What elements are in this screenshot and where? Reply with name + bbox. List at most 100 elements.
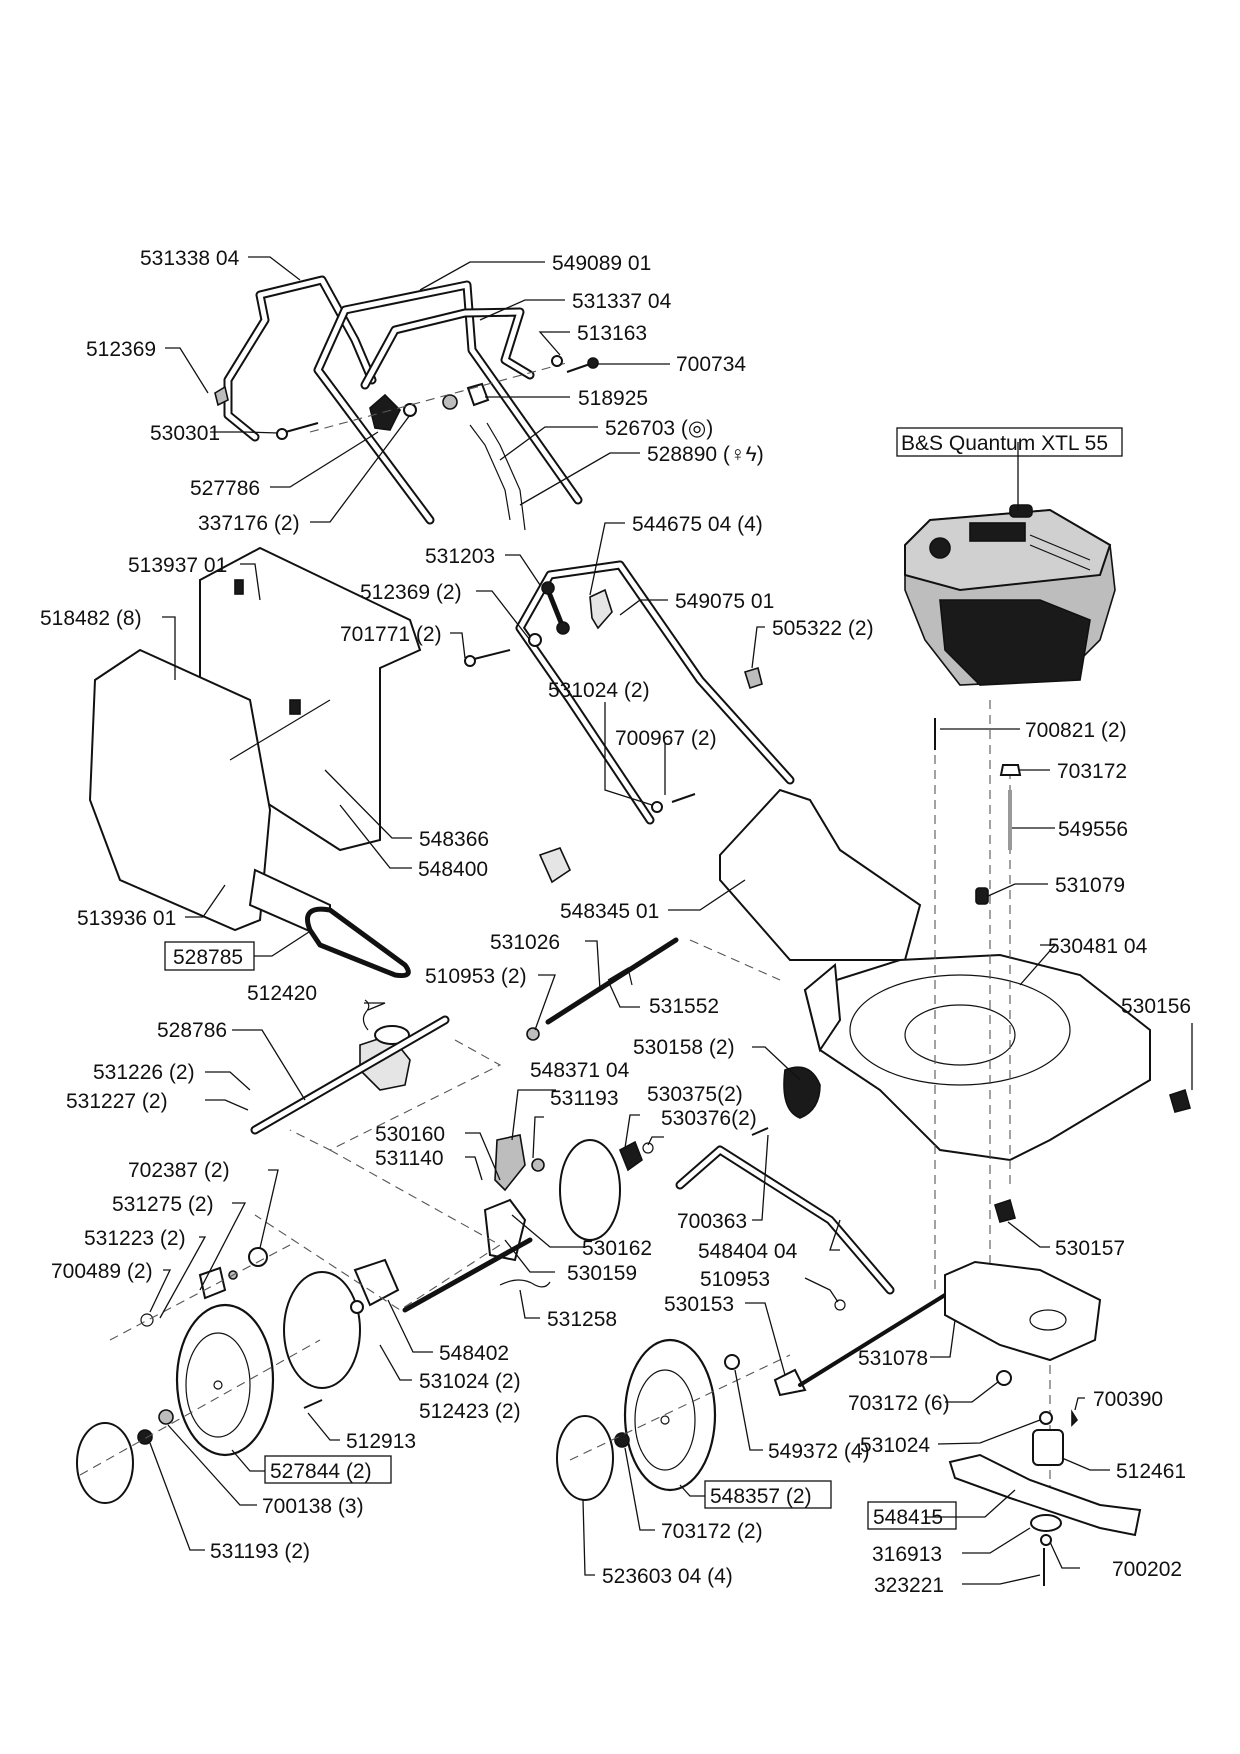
part-label: 700363 <box>677 1210 747 1233</box>
screw-head-700734 <box>587 357 599 369</box>
adapter-hole <box>1029 1309 1067 1331</box>
part-label: 531226 (2) <box>93 1061 195 1084</box>
washer-549372 <box>724 1354 740 1370</box>
part-label: 512369 <box>86 338 156 361</box>
knob-544675-b <box>538 847 572 884</box>
part-label: 513937 01 <box>128 554 227 577</box>
part-label: 548366 <box>419 828 489 851</box>
part-label: 531203 <box>425 545 495 568</box>
spring-531258 <box>499 1279 551 1288</box>
gear-702387 <box>248 1247 268 1267</box>
nut-703172-c <box>996 1370 1012 1386</box>
front-axle-548404 <box>675 1145 895 1295</box>
part-label: 700967 (2) <box>615 727 717 750</box>
part-label: 512420 <box>247 982 317 1005</box>
part-label: 512461 <box>1116 1460 1186 1483</box>
part-label: 531227 (2) <box>66 1090 168 1113</box>
part-label: 530376(2) <box>661 1107 757 1130</box>
part-label: 531337 04 <box>572 290 672 313</box>
lower-handle-549075 <box>515 560 795 825</box>
washer-510953-b <box>834 1299 846 1311</box>
part-label: 316913 <box>872 1543 942 1566</box>
bolt-head-530301 <box>276 428 288 440</box>
gear-cover-plate <box>559 1139 621 1241</box>
washer-700202 <box>1040 1534 1052 1546</box>
part-label: 531140 <box>375 1147 444 1170</box>
upper-handle-531338 <box>223 275 377 442</box>
part-label: 531079 <box>1055 874 1125 897</box>
part-label: 530157 <box>1055 1237 1125 1260</box>
part-label: 528786 <box>157 1019 227 1042</box>
nut-531193-b <box>137 1429 153 1445</box>
part-label: 530160 <box>375 1123 445 1146</box>
blade-548415 <box>948 1453 1142 1537</box>
part-label: 527844 (2) <box>270 1460 372 1483</box>
washer-510953 <box>526 1027 540 1041</box>
box-528785 <box>164 941 255 971</box>
engine-bs-quantum <box>904 504 1116 686</box>
screw-700967 <box>671 793 696 803</box>
part-label: 528890 (♀ϟ) <box>647 443 764 466</box>
washer-513163 <box>551 355 563 367</box>
pin-700390 <box>1071 1409 1079 1427</box>
part-label: 703172 (6) <box>848 1392 950 1415</box>
axle-548402 <box>402 1237 533 1313</box>
part-label: 530153 <box>664 1293 734 1316</box>
rear-axle-outline <box>254 1149 502 1311</box>
part-label: 527786 <box>190 477 260 500</box>
part-label: 531024 (2) <box>548 679 650 702</box>
bushing-530375 <box>618 1140 643 1172</box>
parts-layer <box>76 275 1191 1586</box>
part-label: 530481 04 <box>1048 935 1148 958</box>
nut-337176b <box>442 394 458 410</box>
part-label: 703172 <box>1057 760 1127 783</box>
part-label: 548404 04 <box>698 1240 798 1263</box>
part-label: 531024 (2) <box>419 1370 521 1393</box>
belt-528785 <box>305 906 411 978</box>
part-label: 512369 (2) <box>360 581 462 604</box>
part-label: 505322 (2) <box>772 617 874 640</box>
bracket-530158 <box>783 1066 821 1119</box>
rear-wheel-axis <box>109 1244 291 1341</box>
hubcap-512423 <box>283 1271 361 1389</box>
rear-wheel-axis-2 <box>79 1339 321 1476</box>
part-label: 518482 (8) <box>40 607 142 630</box>
screw-512913 <box>303 1399 323 1409</box>
part-label: 530159 <box>567 1262 637 1285</box>
part-label: 700821 (2) <box>1025 719 1127 742</box>
bracket-518925 <box>466 382 490 407</box>
part-label: 703172 (2) <box>661 1520 763 1543</box>
washer-531024-b <box>350 1300 364 1314</box>
part-label: 549556 <box>1058 818 1128 841</box>
boxed-label-frames <box>164 427 1123 1530</box>
grass-catcher <box>88 546 422 942</box>
part-number-labels: B&S Quantum XTL 55 531338 04 549089 01 5… <box>40 247 1191 1597</box>
part-label: 531193 <box>550 1087 619 1110</box>
part-label: 700390 <box>1093 1388 1163 1411</box>
part-label: 337176 (2) <box>198 512 300 535</box>
washer-531024-c <box>1039 1411 1053 1425</box>
bolt-701771 <box>469 649 511 661</box>
rod-531026 <box>545 937 679 1025</box>
mower-deck-530481 <box>803 953 1151 1162</box>
screw-700363 <box>751 1127 769 1136</box>
cable-526703 <box>486 422 526 531</box>
part-label: 530301 <box>150 422 220 445</box>
outline-gear <box>289 1039 502 1151</box>
part-label: 548415 <box>873 1506 943 1529</box>
part-label: 531258 <box>547 1308 617 1331</box>
part-label: 549075 01 <box>675 590 774 613</box>
part-label: 531552 <box>649 995 719 1018</box>
clamp-505322 <box>743 666 763 690</box>
blade-adapter-531078 <box>944 1260 1102 1362</box>
part-label: 512913 <box>346 1430 416 1453</box>
plate-548402 <box>353 1258 400 1307</box>
part-label: 526703 (◎) <box>605 417 713 440</box>
engine-model-label: B&S Quantum XTL 55 <box>901 432 1108 455</box>
part-label: 531193 (2) <box>210 1540 310 1563</box>
lever-527786 <box>369 393 401 431</box>
nut-703172-b <box>614 1432 630 1448</box>
part-label: 510953 <box>700 1268 770 1291</box>
part-label: 701771 (2) <box>340 623 442 646</box>
